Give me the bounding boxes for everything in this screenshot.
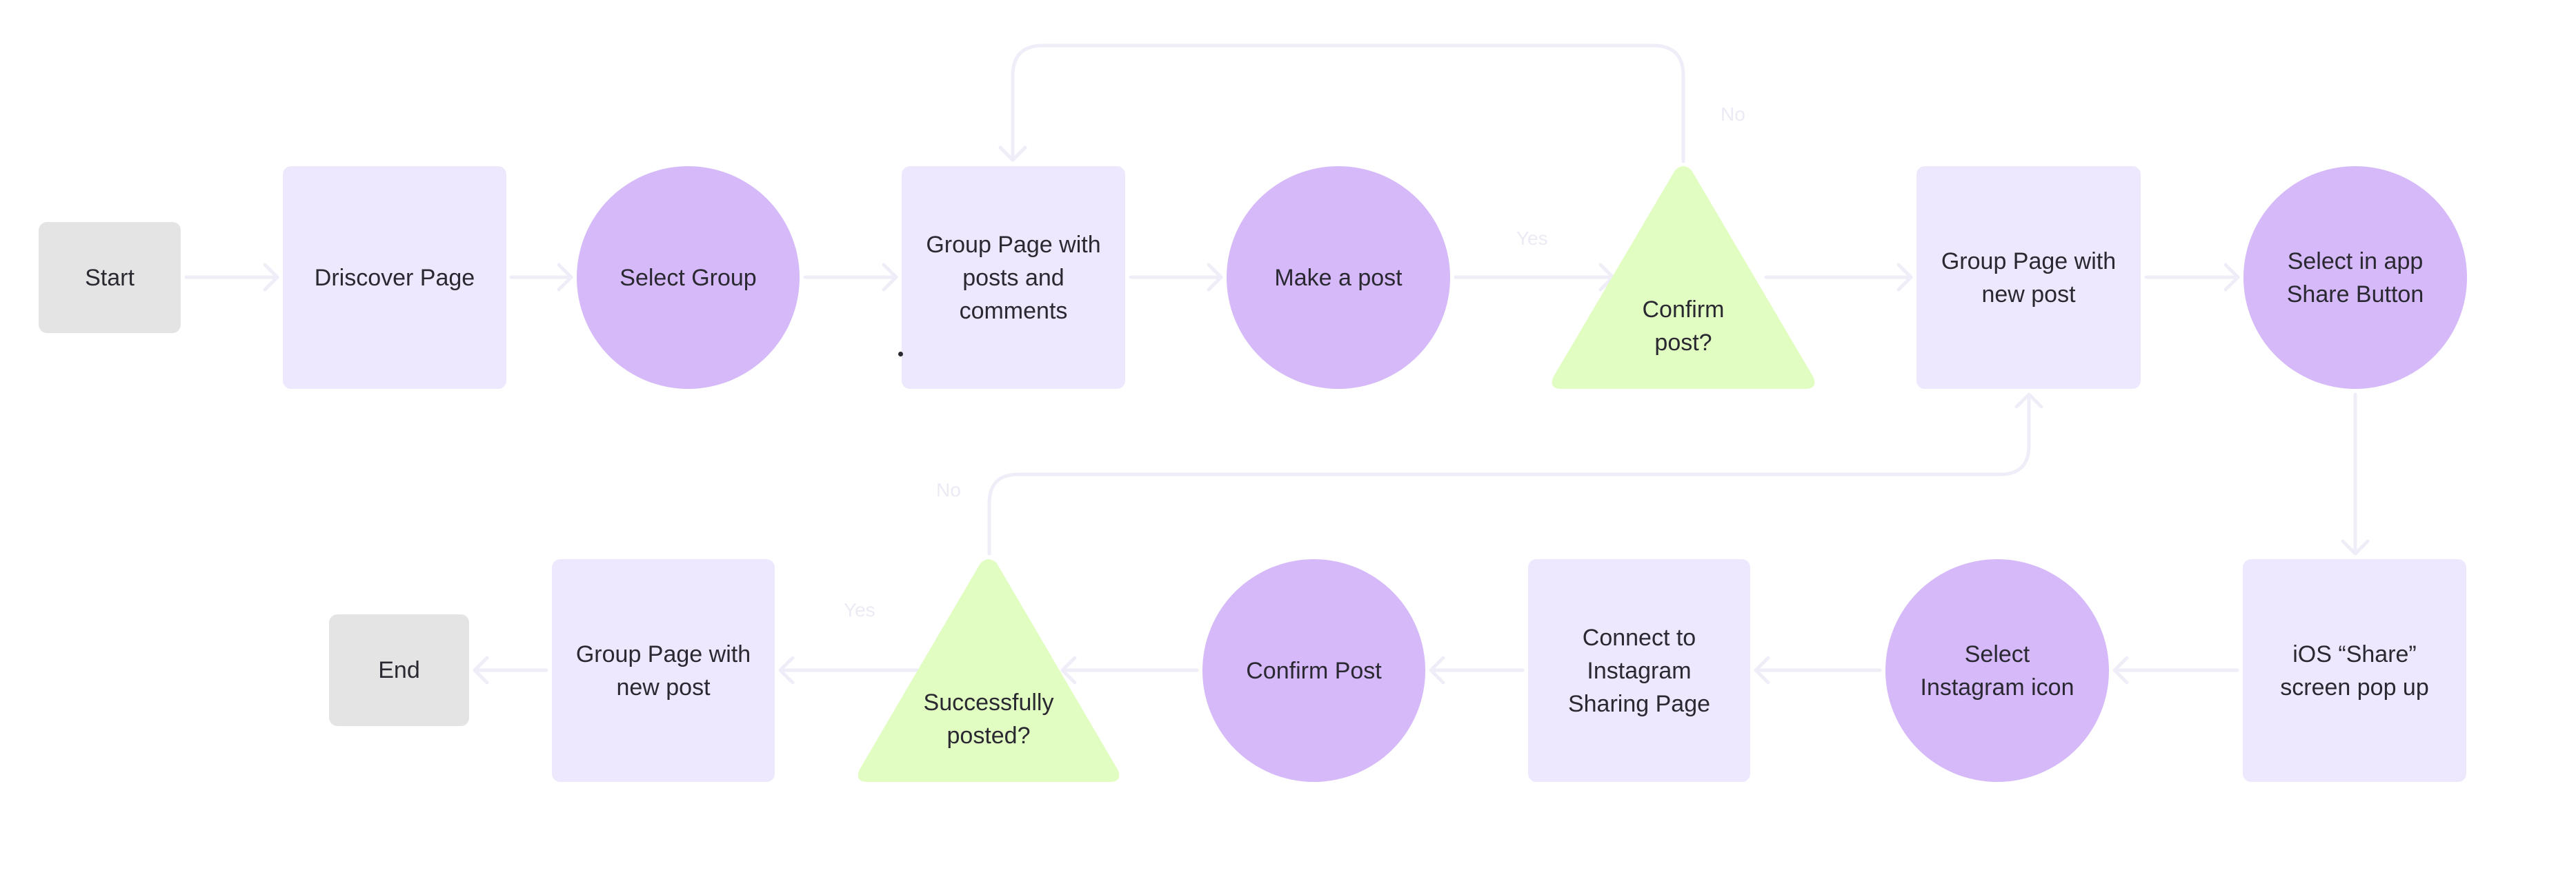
node-label: Group Page with posts and comments xyxy=(926,231,1101,324)
edge-select-group-to-group-page xyxy=(803,263,898,292)
node-connect-instagram[interactable]: Connect to Instagram Sharing Page xyxy=(1528,559,1750,782)
edge-group-page-to-make-post xyxy=(1129,263,1223,292)
node-label: iOS “Share” screen pop up xyxy=(2280,641,2429,701)
edge-confirm-no-loop xyxy=(998,43,1685,163)
node-select-group[interactable]: Select Group xyxy=(577,166,800,389)
node-label: Confirm Post xyxy=(1246,657,1382,684)
node-label: End xyxy=(378,657,420,683)
node-success-decision[interactable]: Successfully posted? xyxy=(857,559,1120,782)
edge-confirm-post-to-success xyxy=(1060,656,1199,685)
edge-group-page-new-to-share xyxy=(2144,263,2240,292)
node-label: Group Page with new post xyxy=(1941,248,2117,308)
node-confirm-post-decision[interactable]: Confirm post? xyxy=(1551,166,1816,389)
node-group-page-posts[interactable]: Group Page with posts and comments xyxy=(902,166,1125,389)
node-label: Make a post xyxy=(1274,264,1403,291)
node-ios-share-popup[interactable]: iOS “Share” screen pop up xyxy=(2243,559,2466,782)
node-label: Start xyxy=(85,264,135,291)
edge-ios-to-select-instagram xyxy=(2112,656,2239,685)
node-make-post[interactable]: Make a post xyxy=(1227,166,1450,389)
node-label: Confirm post? xyxy=(1642,296,1725,356)
node-end[interactable]: End xyxy=(329,614,469,726)
edge-group-page-bottom-to-end xyxy=(473,656,548,685)
node-label: Select Group xyxy=(620,264,757,291)
edge-success-yes xyxy=(778,656,920,685)
edge-label-no-success: No xyxy=(936,479,961,501)
edge-success-no xyxy=(987,392,2043,556)
node-label: Select Instagram icon xyxy=(1920,641,2074,701)
edge-select-instagram-to-connect xyxy=(1754,656,1882,685)
anchor-dot xyxy=(898,352,903,356)
node-label: Connect to Instagram Sharing Page xyxy=(1567,624,1711,717)
node-group-page-new-post-top[interactable]: Group Page with new post xyxy=(1916,166,2141,389)
triangle-shape xyxy=(1552,166,1815,389)
triangle-shape xyxy=(858,559,1120,782)
edge-label-no-confirm-loop: No xyxy=(1721,103,1745,125)
node-confirm-post[interactable]: Confirm Post xyxy=(1202,559,1425,782)
edge-share-to-ios xyxy=(2341,392,2370,556)
edge-confirm-to-group-page-new xyxy=(1764,263,1913,292)
node-discover-page[interactable]: Driscover Page xyxy=(283,166,506,389)
edge-label-yes-make-post: Yes xyxy=(1516,228,1548,249)
node-group-page-new-post-bottom[interactable]: Group Page with new post xyxy=(552,559,775,782)
node-label: Group Page with new post xyxy=(575,641,751,701)
node-label: Select in app Share Button xyxy=(2286,248,2424,308)
node-select-instagram-icon[interactable]: Select Instagram icon xyxy=(1885,559,2109,782)
edge-discover-to-select-group xyxy=(509,263,573,292)
edge-label-yes-success: Yes xyxy=(844,599,875,621)
node-label: Driscover Page xyxy=(314,264,475,291)
node-select-share-button[interactable]: Select in app Share Button xyxy=(2243,166,2467,389)
node-label: Successfully posted? xyxy=(923,689,1054,749)
node-start[interactable]: Start xyxy=(39,222,181,333)
edge-start-to-discover xyxy=(184,263,279,292)
edge-connect-to-confirm-post xyxy=(1429,656,1525,685)
